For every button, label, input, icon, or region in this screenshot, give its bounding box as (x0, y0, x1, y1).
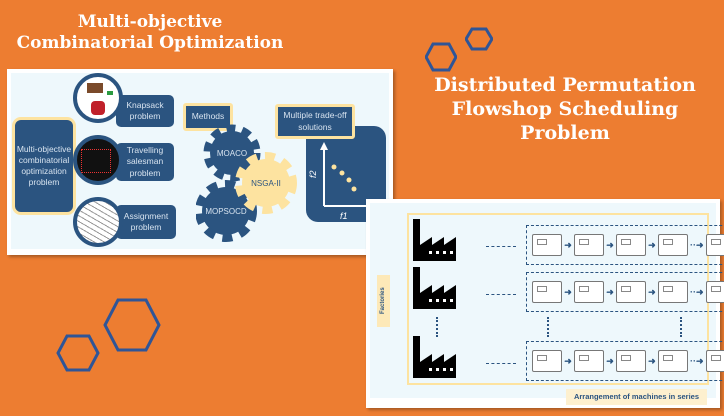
mopsocd-label: MOPSOCD (205, 207, 247, 216)
factory-icon (413, 219, 456, 261)
nsga2-label: NSGA-II (251, 179, 281, 188)
machine-icon (574, 234, 605, 256)
hexagon-icon (103, 298, 161, 352)
dpfsp-panel: ➜➜➜··➜ ➜➜➜··➜ ➜➜➜··➜ Factories Arrangeme… (366, 199, 724, 408)
machine-icon (574, 350, 605, 372)
x-axis-label: f1 (340, 211, 348, 221)
solutions-label: Multiple trade-off solutions (275, 104, 355, 139)
machine-icon (615, 281, 646, 303)
moco-panel: Multi-objective combinatorial optimizati… (7, 69, 393, 255)
machine-icon (657, 281, 688, 303)
moco-box: Multi-objective combinatorial optimizati… (12, 117, 76, 215)
machine-icon (574, 281, 605, 303)
tsp-map-image (73, 135, 123, 185)
machine-icon (657, 234, 688, 256)
machine-icon (615, 234, 646, 256)
hexagon-icon (56, 334, 100, 372)
gear-icon (196, 180, 257, 242)
gears-diagram: MOACO MOPSOCD NSGA-II (196, 124, 297, 242)
methods-label: Methods (183, 103, 233, 131)
assignment-image (73, 197, 123, 247)
factories-frame: ➜➜➜··➜ ➜➜➜··➜ ➜➜➜··➜ (407, 213, 724, 385)
knapsack-label: Knapsack problem (116, 95, 174, 127)
assignment-label: Assignment problem (116, 205, 176, 239)
machine-icon (705, 234, 724, 256)
factories-label: Factories (377, 275, 390, 327)
knapsack-image (73, 73, 123, 123)
machine-icon (705, 350, 724, 372)
machine-icon (532, 234, 563, 256)
machine-icon (532, 350, 563, 372)
factory-icon (413, 336, 456, 378)
machine-icon (615, 350, 646, 372)
machine-row: ➜➜➜··➜ (526, 272, 724, 312)
title-right: Distributed Permutation Flowshop Schedul… (434, 74, 696, 144)
arrangement-label: Arrangement of machines in series (566, 389, 707, 405)
factory-icon (413, 267, 456, 309)
hexagon-icon (465, 27, 493, 51)
moaco-label: MOACO (217, 149, 247, 158)
machine-row: ➜➜➜··➜ (526, 341, 724, 381)
tsp-label: Travelling salesman problem (116, 143, 174, 181)
machine-icon (705, 281, 724, 303)
y-axis-label: f2 (308, 170, 318, 178)
gear-icon (235, 152, 297, 214)
gear-icon (203, 124, 261, 182)
hexagon-icon (425, 42, 457, 72)
machine-icon (532, 281, 563, 303)
machine-icon (657, 350, 688, 372)
machine-row: ➜➜➜··➜ (526, 225, 724, 265)
title-left: Multi-objective Combinatorial Optimizati… (16, 12, 284, 54)
